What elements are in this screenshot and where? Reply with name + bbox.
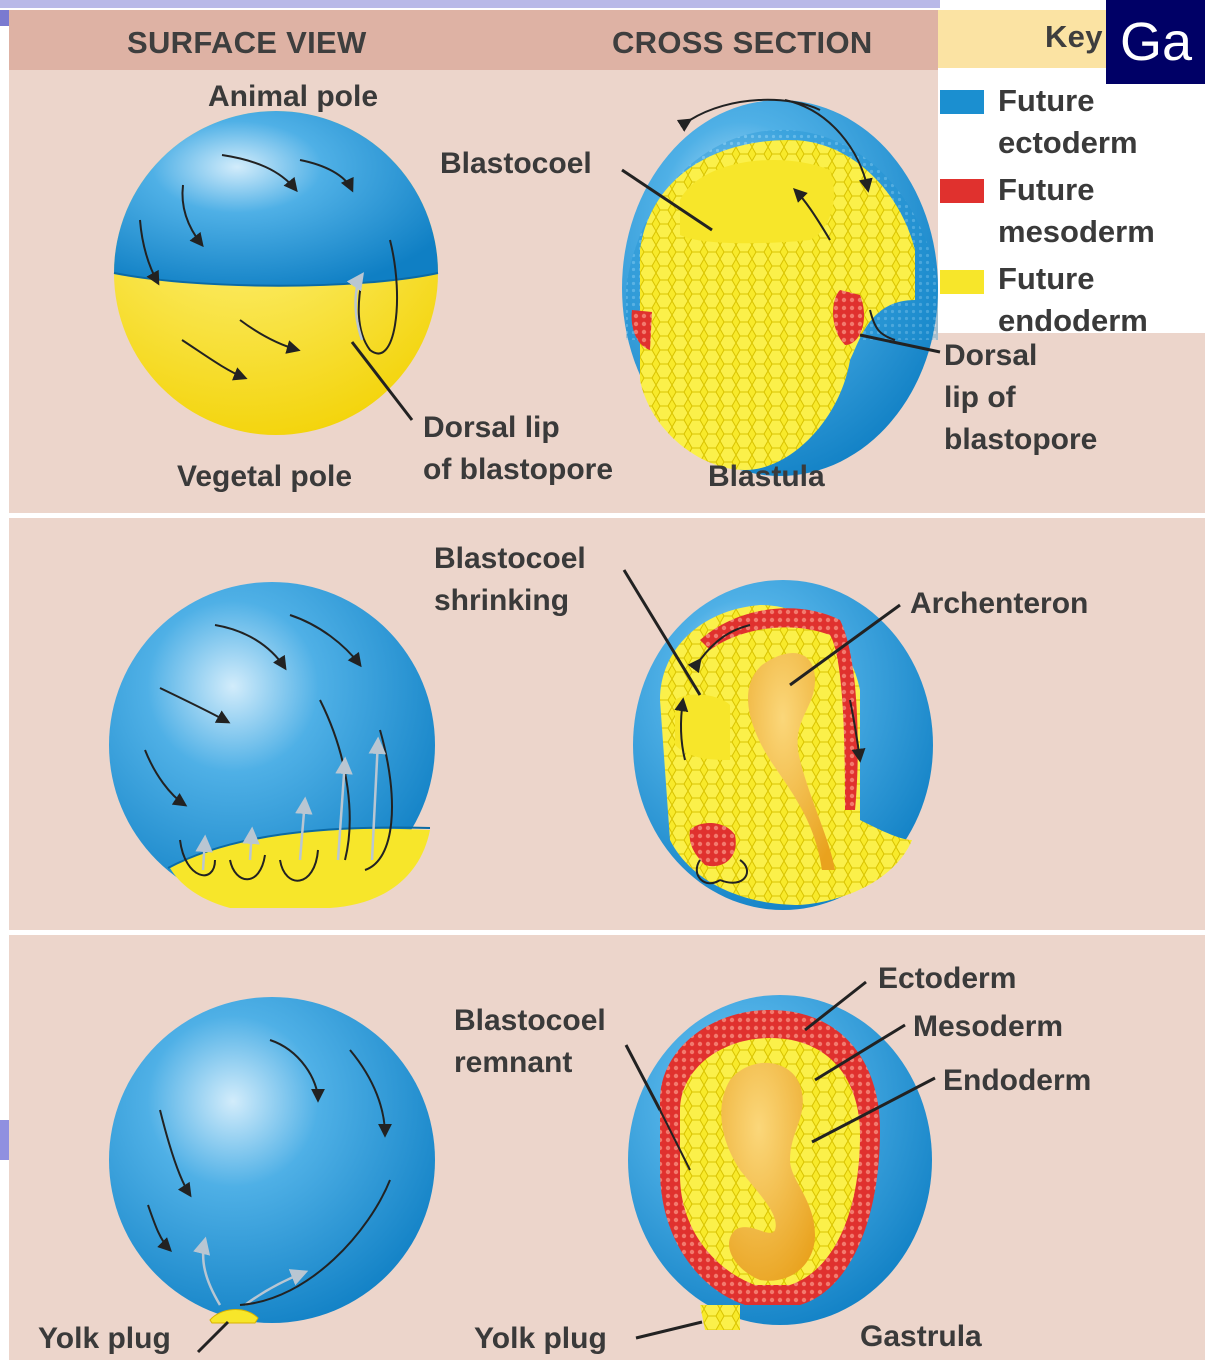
key-mesoderm-line1: Future	[998, 169, 1094, 211]
blastocoel-remnant-label-1: Blastocoel	[454, 1000, 606, 1041]
yolk-plug-surface-label: Yolk plug	[38, 1318, 171, 1359]
animal-pole-label: Animal pole	[208, 76, 378, 117]
key-ectoderm-line2: ectoderm	[998, 122, 1138, 164]
dorsal-lip-surface-label-1: Dorsal lip	[423, 407, 560, 448]
endoderm-label: Endoderm	[943, 1060, 1091, 1101]
mesoderm-label: Mesoderm	[913, 1006, 1063, 1047]
dorsal-lip-cross-label-2: lip of	[944, 377, 1016, 418]
vegetal-pole-label: Vegetal pole	[177, 456, 352, 497]
blastula-surface-sphere	[114, 111, 438, 435]
surface-view-header: SURFACE VIEW	[127, 22, 367, 65]
archenteron-label: Archenteron	[910, 583, 1088, 624]
dorsal-lip-surface-label-2: of blastopore	[423, 449, 613, 490]
slide-title: Ga	[1106, 0, 1205, 84]
key-ectoderm-line1: Future	[998, 80, 1094, 122]
key-endoderm-line1: Future	[998, 258, 1094, 300]
ectoderm-label: Ectoderm	[878, 958, 1016, 999]
ectoderm-swatch	[940, 90, 984, 114]
blastula-cross-section	[622, 100, 940, 476]
mesoderm-swatch	[940, 179, 984, 203]
blastocoel-shrinking-label-1: Blastocoel	[434, 538, 586, 579]
key-header-label: Key	[1045, 16, 1103, 59]
key-item-ectoderm: Future ectoderm	[938, 80, 1205, 164]
blastula-stage-label: Blastula	[708, 456, 825, 497]
cross-section-header: CROSS SECTION	[612, 22, 873, 65]
blastocoel-shrinking-label-2: shrinking	[434, 580, 569, 621]
dorsal-lip-cross-label-3: blastopore	[944, 419, 1097, 460]
key-item-mesoderm: Future mesoderm	[938, 169, 1205, 253]
blastocoel-remnant-label-2: remnant	[454, 1042, 572, 1083]
yolk-plug-cross-label: Yolk plug	[474, 1318, 607, 1359]
endoderm-swatch	[940, 270, 984, 294]
key-item-endoderm: Future endoderm	[938, 258, 1205, 334]
key-mesoderm-line2: mesoderm	[998, 211, 1155, 253]
blastocoel-label: Blastocoel	[440, 143, 592, 184]
gastrula-stage-label: Gastrula	[860, 1316, 982, 1357]
mid-surface-sphere	[109, 582, 435, 908]
key-endoderm-line2: endoderm	[998, 300, 1148, 334]
dorsal-lip-cross-label-1: Dorsal	[944, 335, 1037, 376]
